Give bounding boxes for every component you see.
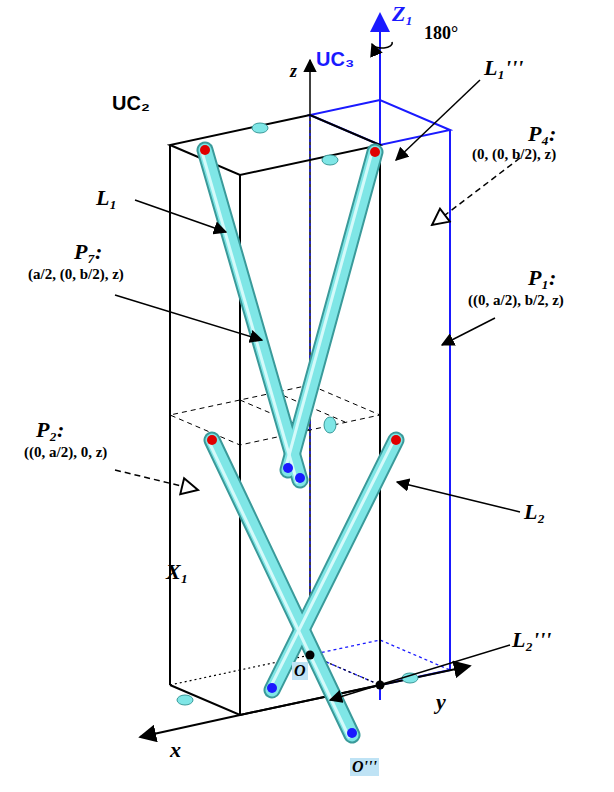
axis-label: X₁ xyxy=(166,560,188,584)
plane-label: P₇: xyxy=(74,240,102,264)
axis-label: Z₁ xyxy=(392,2,413,26)
line-label: L₂''' xyxy=(512,628,551,652)
cell-label: UC₃ xyxy=(316,48,354,70)
cell-label: UC₂ xyxy=(112,92,150,114)
axis-label: x xyxy=(170,738,181,762)
plane-label: P₄: xyxy=(528,122,556,146)
plane-coords: (a/2, (0, b/2), z) xyxy=(28,266,124,283)
tubes xyxy=(202,150,396,737)
line-label: L₁''' xyxy=(484,56,523,80)
plane-label: P₁: xyxy=(528,266,556,290)
x-axis xyxy=(140,715,240,737)
point-label: O''' xyxy=(350,758,379,776)
plane-label: P₂: xyxy=(36,418,64,442)
plane-coords: ((0, a/2), 0, z) xyxy=(24,444,107,461)
axis-label: y xyxy=(436,690,446,714)
plane-coords: ((0, a/2), b/2, z) xyxy=(468,292,564,309)
axis-label: z xyxy=(290,62,297,82)
atom-dots xyxy=(200,145,401,738)
plane-coords: (0, (0, b/2), z) xyxy=(472,146,556,163)
angle-label: 180° xyxy=(424,24,458,44)
leader-lines xyxy=(115,80,520,700)
rotation-arrow xyxy=(372,42,392,48)
unit-cell-2 xyxy=(170,115,380,715)
point-label: O xyxy=(292,662,308,680)
tube-caps xyxy=(177,123,418,705)
line-label: L₁ xyxy=(96,186,117,210)
line-label: L₂ xyxy=(524,500,545,524)
